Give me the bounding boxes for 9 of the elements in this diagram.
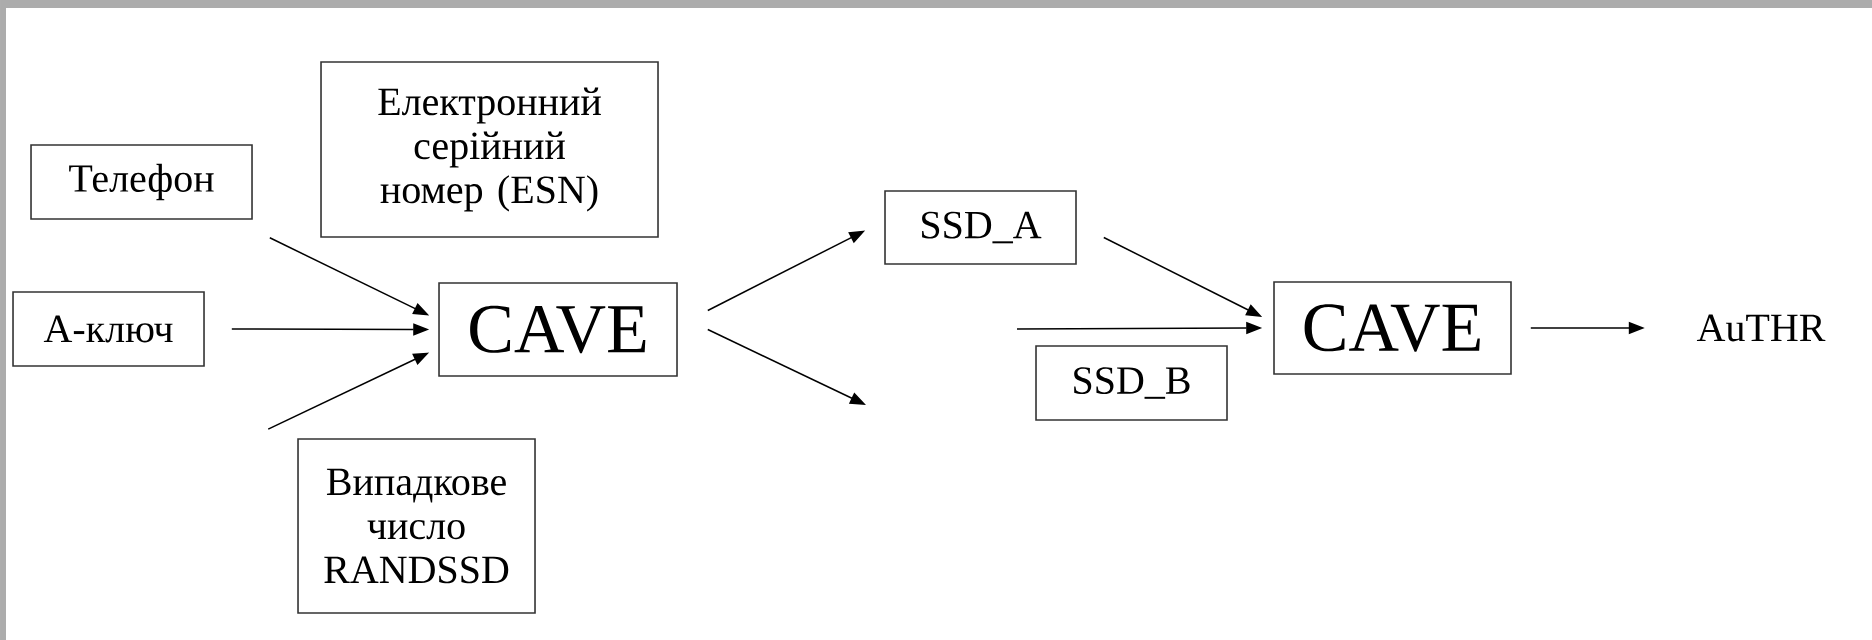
process-box: CAVE [438, 282, 678, 377]
output-label: AuTHR [1696, 314, 1826, 342]
process-box: Телефон [30, 144, 253, 220]
process-box: Випадкове число RANDSSD [297, 438, 536, 614]
process-box: Електронний серійний номер (ESN) [320, 61, 659, 238]
process-box: SSD_A [884, 190, 1077, 265]
process-box: А-ключ [12, 291, 205, 367]
process-box: CAVE [1273, 281, 1512, 375]
process-box: SSD_B [1035, 345, 1228, 421]
